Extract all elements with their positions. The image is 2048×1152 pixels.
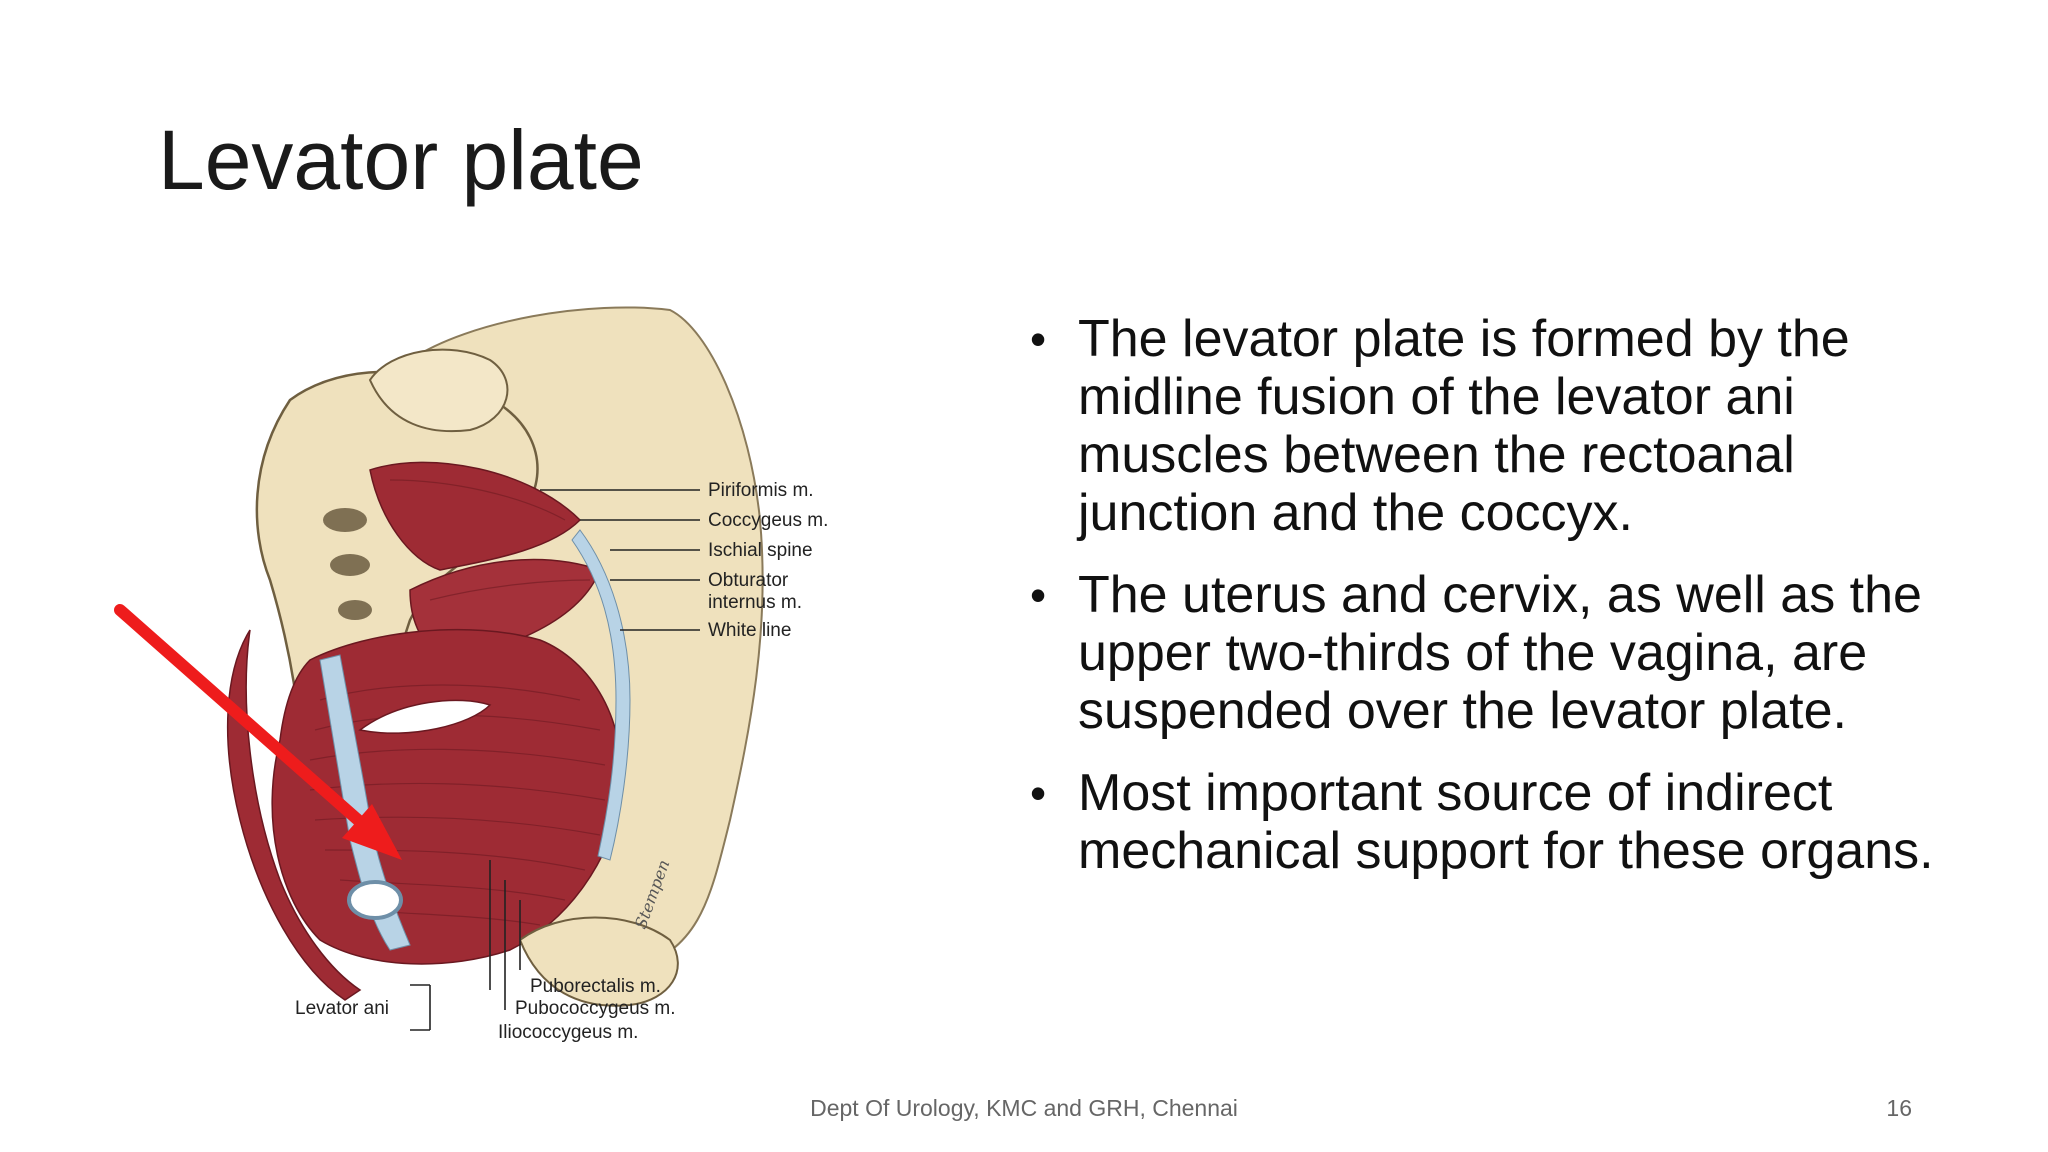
anococcygeal-fascia [319, 654, 411, 951]
red-arrow-icon [114, 604, 402, 860]
bullet-text: Most important source of indirect mechan… [1078, 764, 1934, 880]
bullet-item: • The levator plate is formed by the mid… [1030, 310, 1980, 542]
page-number: 16 [1886, 1095, 1912, 1121]
piriformis-muscle [369, 461, 582, 571]
pelvic-floor-illustration: Piriformis m. Coccygeus m. Ischial spine… [110, 300, 870, 1080]
bullet-glyph: • [1030, 313, 1047, 365]
label-obturator-2: internus m. [708, 592, 802, 613]
label-pubococcygeus: Pubococcygeus m. [515, 998, 676, 1019]
bullet-item: • The uterus and cervix, as well as the … [1030, 566, 1980, 740]
rectum-opening [347, 880, 403, 920]
bullet-item: • Most important source of indirect mech… [1030, 764, 1980, 880]
white-line-fascia [571, 529, 631, 861]
obturator-foramen [358, 699, 492, 734]
label-coccygeus: Coccygeus m. [708, 510, 828, 531]
pubic-bone [518, 916, 679, 1007]
bullet-list: • The levator plate is formed by the mid… [1030, 310, 1980, 904]
bullet-glyph: • [1030, 767, 1047, 819]
slide-footer: Dept Of Urology, KMC and GRH, Chennai [810, 1095, 1238, 1121]
label-obturator-1: Obturator [708, 570, 789, 591]
label-levator-ani: Levator ani [295, 998, 389, 1019]
label-piriformis: Piriformis m. [708, 480, 814, 501]
slide-title: Levator plate [158, 113, 644, 207]
bullet-text: The levator plate is formed by the midli… [1078, 310, 1850, 542]
gluteal-muscle [226, 629, 362, 1001]
bullet-text: The uterus and cervix, as well as the up… [1078, 566, 1922, 740]
label-white-line: White line [708, 620, 791, 641]
anatomy-drawing: Piriformis m. Coccygeus m. Ischial spine… [114, 306, 828, 1043]
label-ischial-spine: Ischial spine [708, 540, 813, 561]
bullet-glyph: • [1030, 569, 1047, 621]
vertebra [368, 348, 509, 433]
label-iliococcygeus: Iliococcygeus m. [498, 1022, 638, 1043]
label-puborectalis: Puborectalis m. [530, 976, 661, 997]
